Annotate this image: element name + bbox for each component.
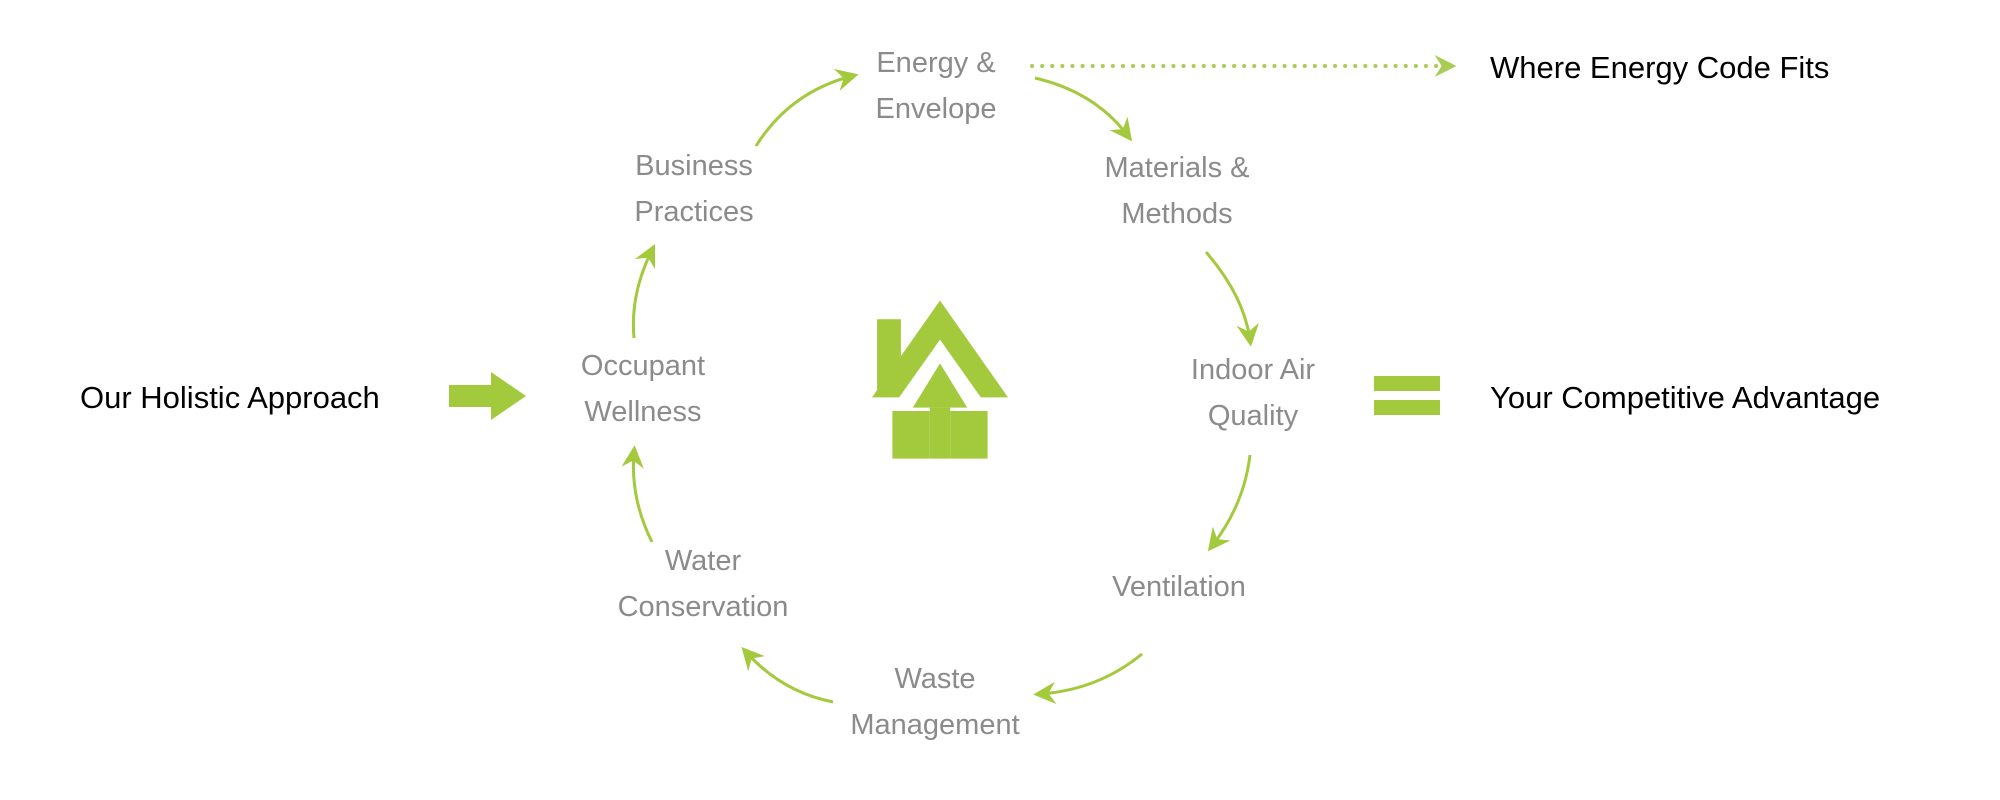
- cycle-node-energy-envelope: Energy & Envelope: [875, 47, 997, 125]
- arc-energy-to-materials-icon: [1034, 76, 1133, 142]
- arc-materials-to-indoorair-icon: [1204, 251, 1260, 347]
- top-right-label-energy-code: Where Energy Code Fits: [1490, 50, 1830, 85]
- right-arrow-icon: [449, 372, 526, 420]
- right-label-competitive-advantage: Your Competitive Advantage: [1490, 380, 1881, 415]
- left-label-holistic-approach: Our Holistic Approach: [80, 380, 380, 415]
- cycle-node-waste-management: Waste Management: [850, 663, 1020, 741]
- cycle-node-materials-methods: Materials & Methods: [1104, 152, 1250, 230]
- cycle-node-ventilation: Ventilation: [1112, 571, 1246, 603]
- cycle-node-indoor-air-quality: Indoor Air Quality: [1190, 354, 1316, 432]
- green-house-icon: [872, 300, 1008, 459]
- cycle-node-occupant-wellness: Occupant Wellness: [580, 350, 706, 428]
- equals-icon: [1374, 376, 1440, 415]
- cycle-node-business-practices: Business Practices: [634, 150, 754, 228]
- arc-occupant-to-business-icon: [631, 243, 656, 339]
- arc-indoorair-to-ventilation-icon: [1207, 454, 1252, 552]
- arc-waste-to-water-icon: [741, 646, 834, 704]
- arc-business-to-energy-icon: [754, 69, 859, 147]
- cycle-node-water-conservation: Water Conservation: [617, 545, 789, 623]
- arc-water-to-occupant-icon: [621, 445, 654, 543]
- arc-ventilation-to-waste-icon: [1033, 652, 1143, 705]
